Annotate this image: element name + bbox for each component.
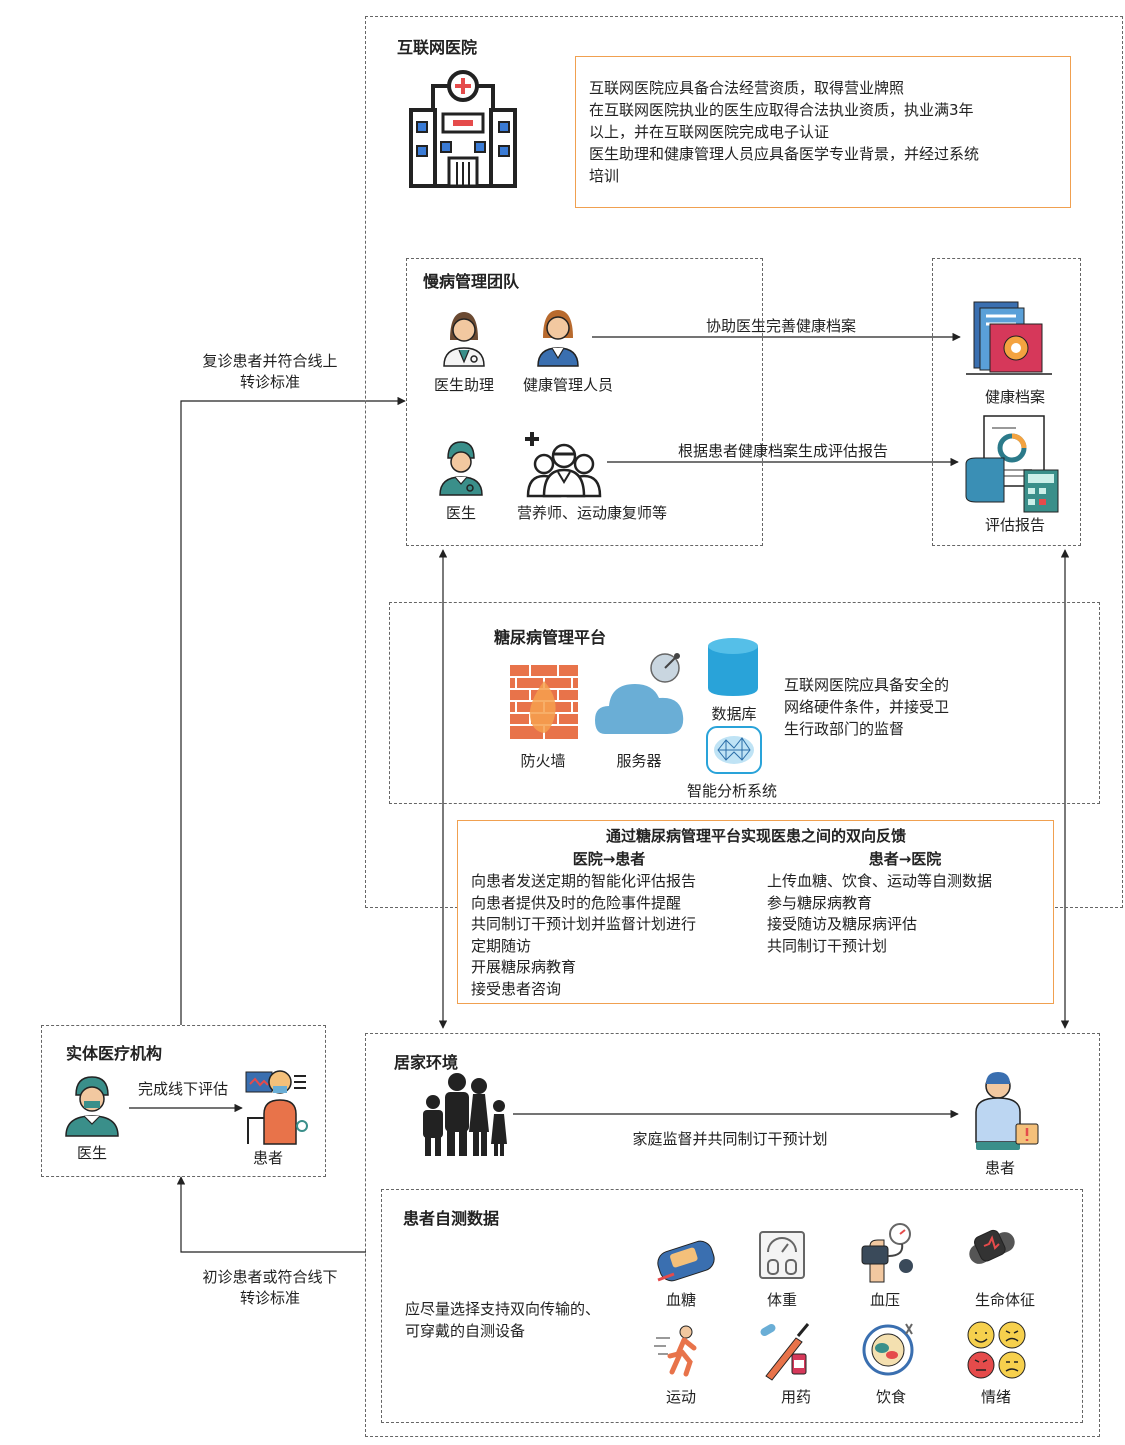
feedback-item: 参与糖尿病教育 [767, 893, 873, 912]
flow-first-visit-label-2: 转诊标准 [239, 1289, 301, 1307]
physical-institution-title: 实体医疗机构 [66, 1044, 163, 1063]
feedback-item: 上传血糖、饮食、运动等自测数据 [767, 872, 993, 890]
smartwatch-icon [969, 1229, 1015, 1264]
self-test-item-label: 运动 [665, 1388, 697, 1406]
medication-icon [760, 1323, 810, 1381]
internet-hospital-title: 互联网医院 [397, 38, 478, 57]
home-environment-title: 居家环境 [394, 1053, 459, 1072]
platform-note-line: 互联网医院应具备安全的 [784, 676, 950, 694]
offline-patient-icon [245, 1070, 308, 1145]
member-label: 医生 [445, 504, 477, 522]
feedback-left-list: 向患者发送定期的智能化评估报告 向患者提供及时的危险事件提醒 共同制订干预计划并… [471, 871, 696, 1000]
home-patient-icon [975, 1072, 1039, 1150]
platform-component-label: 智能分析系统 [686, 782, 778, 800]
flow-family-monitor-label: 家庭监督并共同制订干预计划 [632, 1130, 828, 1148]
health-manager-icon [537, 310, 579, 367]
health-record-label: 健康档案 [984, 388, 1046, 406]
feedback-title: 通过糖尿病管理平台实现医患之间的双向反馈 [605, 827, 907, 845]
flow-first-visit-label: 初诊患者或符合线下 [202, 1268, 338, 1286]
feedback-item: 向患者发送定期的智能化评估报告 [471, 872, 697, 890]
feedback-item: 接受患者咨询 [471, 979, 562, 998]
self-test-title: 患者自测数据 [403, 1209, 500, 1228]
physical-patient-label: 患者 [252, 1149, 284, 1167]
chronic-team-box [406, 258, 763, 546]
platform-note-line: 网络硬件条件，并接受卫 [784, 698, 950, 716]
health-record-icon [966, 301, 1052, 375]
flow-revisit-label-2: 转诊标准 [239, 373, 301, 391]
requirement-line: 培训 [589, 167, 620, 185]
flow-offline-eval-label: 完成线下评估 [137, 1080, 229, 1098]
platform-component-label: 服务器 [616, 752, 662, 770]
diet-plate-icon [862, 1323, 914, 1376]
arrow-revisit [180, 396, 406, 1025]
server-cloud-icon [595, 653, 684, 734]
firewall-icon [510, 665, 578, 739]
assessment-report-label: 评估报告 [984, 516, 1046, 534]
physical-institution-box [41, 1025, 326, 1177]
member-label: 健康管理人员 [522, 376, 614, 394]
hospital-requirements-box [575, 56, 1071, 208]
hospital-building-icon [409, 70, 517, 188]
self-test-item-label: 血压 [869, 1291, 901, 1309]
self-test-note-line: 应尽量选择支持双向传输的、 [405, 1300, 601, 1318]
emotion-faces-icon [967, 1321, 1026, 1379]
database-icon [708, 638, 758, 696]
outputs-box [932, 258, 1081, 546]
feedback-left-head: 医院→患者 [572, 850, 646, 868]
feedback-box [457, 820, 1054, 1004]
member-label: 医生助理 [433, 376, 495, 394]
smart-analysis-icon [706, 726, 762, 774]
arrow-first-visit [176, 1176, 366, 1253]
self-test-note-line: 可穿戴的自测设备 [405, 1322, 526, 1340]
self-test-item-label: 血糖 [665, 1291, 697, 1309]
feedback-item: 共同制订干预计划并监督计划进行 [471, 915, 697, 933]
chronic-team-title: 慢病管理团队 [423, 272, 520, 291]
requirement-line: 医生助理和健康管理人员应具备医学专业背景，并经过系统 [589, 145, 980, 163]
platform-title: 糖尿病管理平台 [494, 628, 607, 647]
self-test-item-label: 用药 [780, 1388, 812, 1406]
family-icon [423, 1073, 507, 1156]
exercise-icon [654, 1325, 697, 1377]
requirement-line: 在互联网医院执业的医生应取得合法执业资质，执业满3年 [589, 101, 974, 119]
offline-doctor-icon [65, 1076, 119, 1137]
doctor-icon [439, 441, 483, 496]
doctor-assistant-icon [443, 312, 485, 367]
medical-staff-group-icon [525, 432, 602, 498]
feedback-item: 定期随访 [471, 936, 532, 955]
home-environment-box [365, 1033, 1100, 1437]
platform-note: 互联网医院应具备安全的 网络硬件条件，并接受卫 生行政部门的监督 [784, 674, 949, 740]
platform-component-label: 数据库 [711, 705, 757, 723]
self-test-note: 应尽量选择支持双向传输的、 可穿戴的自测设备 [405, 1298, 600, 1342]
platform-note-line: 生行政部门的监督 [784, 720, 905, 738]
self-test-box [381, 1189, 1083, 1423]
self-test-item-label: 饮食 [875, 1388, 907, 1406]
feedback-item: 接受随访及糖尿病评估 [767, 915, 918, 933]
blood-glucose-meter-icon [657, 1240, 715, 1282]
feedback-item: 开展糖尿病教育 [471, 958, 577, 976]
platform-box [389, 602, 1100, 804]
feedback-item: 共同制订干预计划 [767, 936, 888, 955]
flow-revisit-label: 复诊患者并符合线上 [202, 352, 338, 370]
self-test-item-label: 情绪 [980, 1388, 1012, 1406]
feedback-right-list: 上传血糖、饮食、运动等自测数据 参与糖尿病教育 接受随访及糖尿病评估 共同制订干… [767, 871, 992, 957]
home-patient-label: 患者 [984, 1159, 1016, 1177]
feedback-right-head: 患者→医院 [868, 850, 942, 868]
weight-scale-icon [759, 1231, 805, 1279]
requirement-line: 互联网医院应具备合法经营资质，取得营业牌照 [589, 79, 905, 97]
member-label: 营养师、运动康复师等 [516, 504, 668, 522]
flow-gen-report-label: 根据患者健康档案生成评估报告 [677, 442, 889, 460]
flow-assist-record-label: 协助医生完善健康档案 [705, 317, 857, 335]
feedback-item: 向患者提供及时的危险事件提醒 [471, 893, 682, 912]
platform-component-label: 防火墙 [520, 752, 566, 770]
physical-doctor-label: 医生 [76, 1144, 108, 1162]
self-test-item-label: 体重 [766, 1291, 798, 1309]
hospital-requirements-text: 互联网医院应具备合法经营资质，取得营业牌照 在互联网医院执业的医生应取得合法执业… [589, 77, 979, 187]
requirement-line: 以上，并在互联网医院完成电子认证 [589, 123, 830, 141]
blood-pressure-icon [861, 1223, 913, 1283]
assessment-report-icon [965, 415, 1059, 513]
self-test-item-label: 生命体征 [974, 1291, 1036, 1309]
